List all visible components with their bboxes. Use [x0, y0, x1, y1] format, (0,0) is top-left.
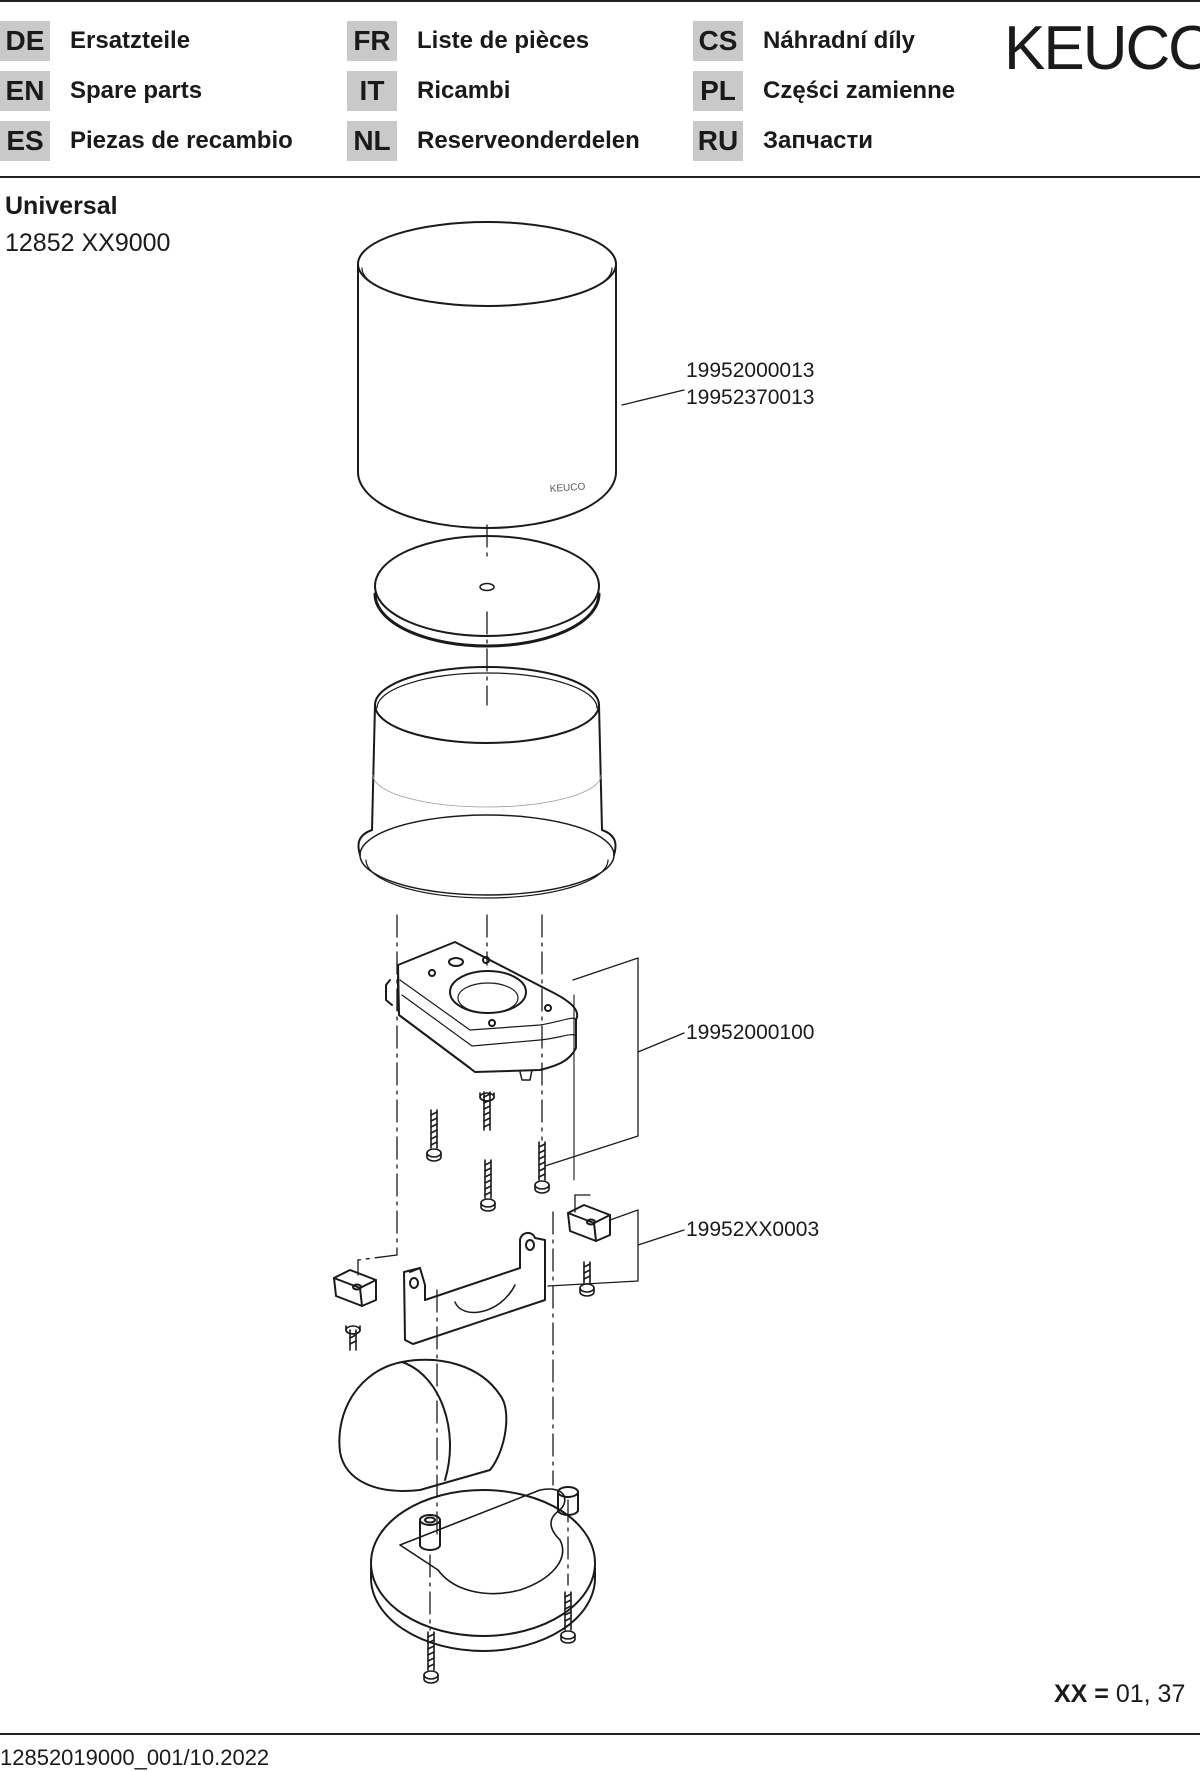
lang-code: IT: [347, 71, 397, 111]
callout-leaders: [544, 389, 685, 1287]
screw: [534, 1141, 550, 1194]
lang-code: RU: [693, 121, 743, 161]
variant-legend: XX = 01, 37: [1054, 1680, 1185, 1709]
cover-disc: [373, 535, 601, 648]
screw: [423, 1631, 439, 1684]
screw: [345, 1325, 361, 1351]
screw: [480, 1159, 496, 1212]
lang-label: Náhradní díly: [763, 27, 916, 54]
mounting-plate: [385, 941, 579, 1081]
header-rule: [0, 176, 1200, 178]
lang-label: Części zamienne: [763, 77, 956, 104]
top-rule: [0, 0, 1200, 2]
lang-code: DE: [0, 21, 50, 61]
part-number: 19952XX0003: [686, 1218, 820, 1241]
screw: [560, 1591, 576, 1644]
part-number-bracket: 19952XX0003: [686, 1216, 819, 1243]
lang-pl: PL Części zamienne: [693, 71, 955, 111]
lang-code: FR: [347, 21, 397, 61]
lang-nl: NL Reserveonderdelen: [347, 121, 640, 161]
screw: [426, 1109, 442, 1162]
screw: [479, 1091, 495, 1131]
cover-brand-mark: KEUCO: [549, 482, 585, 495]
lang-label: Запчасти: [763, 127, 874, 154]
inner-housing: [357, 666, 617, 899]
part-number: 19952000013: [686, 359, 815, 382]
legend-key: XX =: [1054, 1680, 1109, 1708]
lang-code: NL: [347, 121, 397, 161]
lang-label: Ricambi: [417, 77, 511, 104]
lang-label: Liste de pièces: [417, 27, 590, 54]
part-number-plate: 19952000100: [686, 1019, 814, 1046]
wall-bracket: [403, 1232, 546, 1345]
clip-left: [333, 1269, 377, 1307]
lang-code: EN: [0, 71, 50, 111]
leader-bracket-tip: [637, 1229, 685, 1246]
screw: [579, 1261, 595, 1297]
part-number-cover: 19952000013 19952370013: [686, 357, 814, 411]
screw-set-b: [345, 1261, 595, 1351]
screw-set-a: [426, 1091, 550, 1212]
lang-code: ES: [0, 121, 50, 161]
part-number: 19952370013: [686, 386, 815, 409]
lang-label: Ersatzteile: [70, 27, 191, 54]
footer-rule: [0, 1733, 1200, 1735]
document-id: 12852019000_001/10.2022: [0, 1745, 270, 1770]
product-name: Universal: [5, 192, 118, 220]
lang-label: Reserveonderdelen: [417, 127, 640, 154]
lang-ru: RU Запчасти: [693, 121, 873, 161]
lang-fr: FR Liste de pièces: [347, 21, 589, 61]
lang-label: Spare parts: [70, 77, 203, 104]
lang-code: PL: [693, 71, 743, 111]
lang-code: CS: [693, 21, 743, 61]
leader-plate-tip: [637, 1032, 685, 1053]
lang-es: ES Piezas de recambio: [0, 121, 293, 161]
rosette-base: [338, 1358, 596, 1652]
cover-cap: KEUCO: [357, 221, 617, 529]
lang-en: EN Spare parts: [0, 71, 202, 111]
leader-plate: [544, 957, 639, 1167]
legend-values: 01, 37: [1115, 1680, 1186, 1708]
product-number: 12852 XX9000: [5, 229, 171, 257]
lang-label: Piezas de recambio: [70, 127, 293, 154]
leader-bracket: [547, 1209, 639, 1287]
lang-cs: CS Náhradní díly: [693, 21, 915, 61]
part-number: 19952000100: [686, 1021, 815, 1044]
lang-de: DE Ersatzteile: [0, 21, 190, 61]
leader-cover: [621, 389, 685, 406]
clip-right: [567, 1204, 611, 1242]
brand-logo: KEUCO: [1004, 14, 1200, 83]
lang-it: IT Ricambi: [347, 71, 510, 111]
screw-set-c: [423, 1591, 576, 1684]
